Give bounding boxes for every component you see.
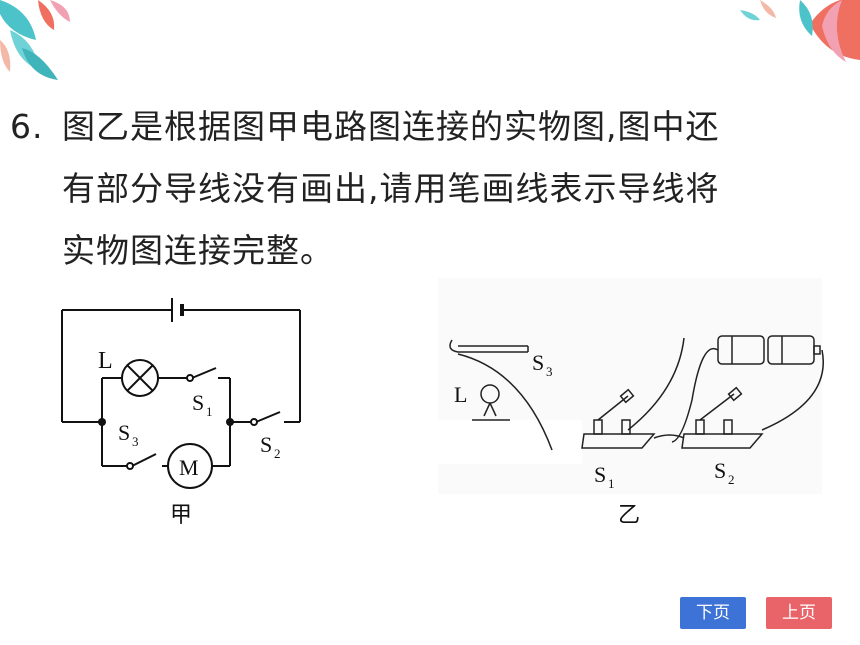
question-number: 6.	[10, 107, 44, 146]
switch1-label-yi: S	[594, 462, 606, 487]
switch3-sub-yi: 3	[546, 364, 553, 379]
question-line-2: 有部分导线没有画出,请用笔画线表示导线将	[62, 169, 720, 208]
prev-page-button[interactable]: 上页	[766, 597, 832, 629]
question-line-1: 图乙是根据图甲电路图连接的实物图,图中还	[62, 107, 720, 146]
switch2-label-jia: S	[260, 432, 272, 457]
leaf-decoration-left-icon	[0, 0, 70, 80]
switch2-sub-jia: 2	[274, 446, 281, 461]
caption-yi: 乙	[618, 503, 640, 528]
switch2-label-yi: S	[714, 458, 726, 483]
question-text: 6. 图乙是根据图甲电路图连接的实物图,图中还 有部分导线没有画出,请用笔画线表…	[10, 96, 840, 282]
leaf-decoration-right-icon	[740, 0, 860, 62]
switch3-sub-jia: 3	[132, 434, 139, 449]
lamp-label-jia: L	[98, 348, 113, 374]
switch1-sub-jia: 1	[206, 404, 213, 419]
question-line-3: 实物图连接完整。	[62, 231, 334, 270]
next-page-button[interactable]: 下页	[680, 597, 746, 629]
switch3-label-jia: S	[118, 420, 130, 445]
lamp-label-yi: L	[454, 382, 467, 407]
physical-circuit-yi: S 3 L S 1 S 2 乙	[432, 270, 824, 532]
switch2-sub-yi: 2	[728, 472, 735, 487]
switch1-sub-yi: 1	[608, 476, 615, 491]
switch3-label-yi: S	[532, 350, 544, 375]
caption-jia: 甲	[170, 503, 192, 528]
circuit-diagram-jia: L M S 1 S 2 S 3 甲	[52, 290, 322, 530]
motor-label-jia: M	[179, 455, 199, 480]
switch1-label-jia: S	[192, 390, 204, 415]
